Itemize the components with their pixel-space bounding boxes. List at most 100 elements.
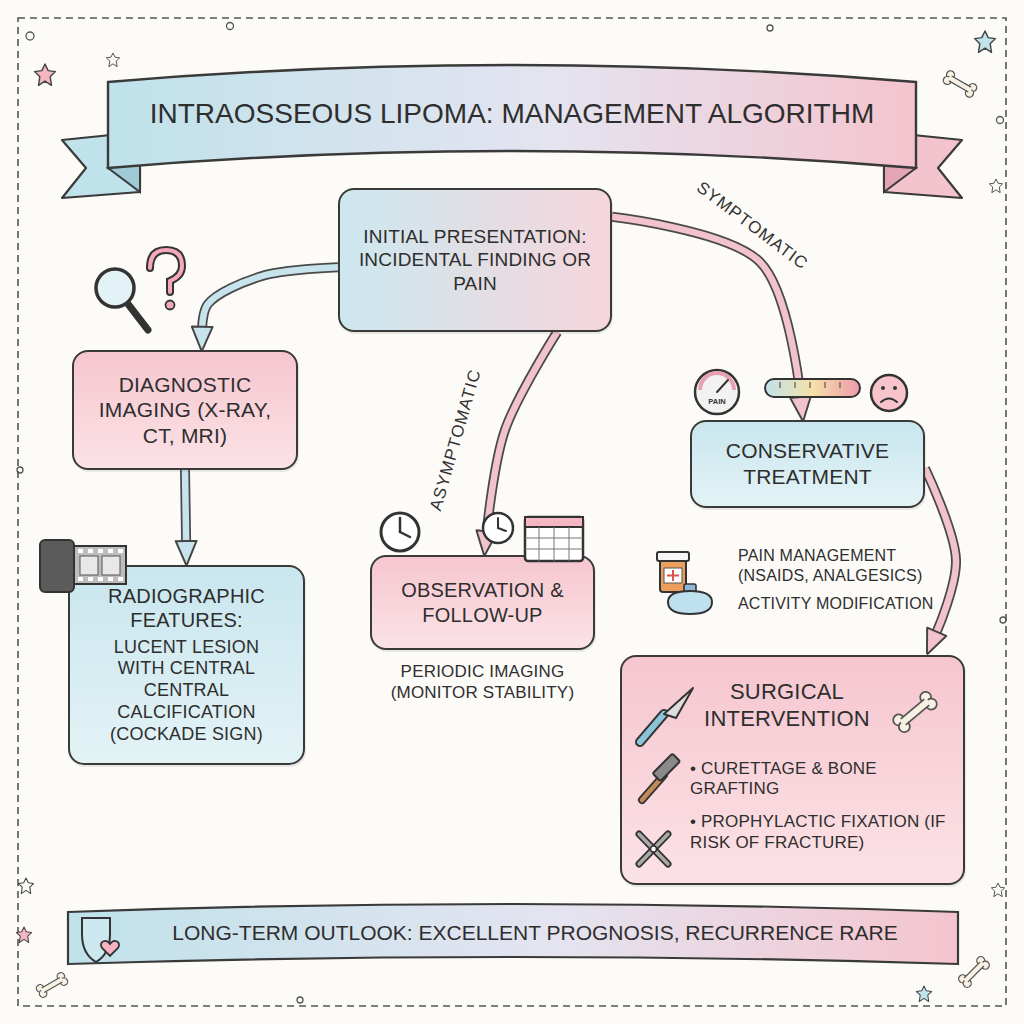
clock-icon <box>483 513 513 543</box>
sad-face-icon <box>893 386 897 390</box>
hammer-icon <box>642 775 664 800</box>
scalpel-icon <box>664 688 693 718</box>
box-text: • PROPHYLACTIC FIXATION (IF RISK OF FRAC… <box>690 812 952 853</box>
title-ribbon <box>62 132 140 198</box>
shield-heart-icon <box>82 918 110 962</box>
decor-dots <box>17 467 23 473</box>
pill-bottle-icon <box>667 575 679 577</box>
edge-label: SYMPTOMATIC <box>692 178 811 275</box>
calendar-icon <box>539 527 540 561</box>
hammer-icon <box>642 775 664 800</box>
calendar-icon <box>525 517 583 561</box>
decor-stars <box>16 927 31 943</box>
film-icon <box>108 549 113 553</box>
caption-text: LONG-TERM OUTLOOK: EXCELLENT PROGNOSIS, … <box>125 910 945 956</box>
sad-face-icon <box>881 399 897 403</box>
pill-bottle-icon <box>657 552 689 561</box>
pain-scale-icon <box>765 379 860 397</box>
clock-icon <box>381 513 513 551</box>
process-box: SURGICAL INTERVENTION• CURETTAGE & BONE … <box>620 655 965 885</box>
film-icon <box>74 546 126 584</box>
process-box: DIAGNOSTIC IMAGING (X-RAY, CT, MRI) <box>72 350 298 470</box>
box-heading: INITIAL PRESENTATION: INCIDENTAL FINDING… <box>350 225 600 295</box>
start-box: INITIAL PRESENTATION: INCIDENTAL FINDING… <box>338 188 612 332</box>
question-icon <box>150 250 182 310</box>
pain-scale-icon <box>794 382 795 388</box>
box-heading: CONSERVATIVE TREATMENT <box>706 438 909 489</box>
decor-stars <box>106 53 119 67</box>
scalpel-icon <box>640 714 664 742</box>
film-icon <box>78 577 83 581</box>
sad-face-icon <box>881 386 885 390</box>
flow-arrow <box>202 267 338 327</box>
box-text: ACTIVITY MODIFICATION <box>738 594 958 614</box>
film-icon <box>78 549 123 581</box>
decor-stars <box>975 31 996 52</box>
pain-scale-icon <box>780 382 840 388</box>
ice-pack-icon <box>668 591 712 614</box>
flow-arrow <box>487 332 557 531</box>
hammer-icon <box>642 754 680 800</box>
film-icon <box>98 549 103 553</box>
box-heading: DIAGNOSTIC IMAGING (X-RAY, CT, MRI) <box>88 372 282 449</box>
pill-bottle-icon <box>664 568 682 583</box>
film-icon <box>88 549 93 553</box>
calendar-icon <box>525 549 583 550</box>
process-box: CONSERVATIVE TREATMENTPAIN MANAGEMENT (N… <box>690 420 925 508</box>
calendar-icon <box>525 517 583 527</box>
shield-heart-icon <box>101 941 119 956</box>
pill-bottle-icon <box>672 570 674 581</box>
fixation-tools-icon <box>639 834 668 864</box>
process-box: OBSERVATION & FOLLOW-UPPERIODIC IMAGING … <box>370 555 595 650</box>
clock-icon <box>381 513 419 551</box>
calendar-icon <box>525 517 583 561</box>
arrow-body <box>202 267 338 327</box>
decor-stars <box>991 883 1004 897</box>
box-heading: RADIOGRAPHIC FEATURES: <box>90 584 283 633</box>
decor-dots <box>227 23 234 30</box>
question-icon <box>166 301 175 310</box>
decor-dots <box>26 32 34 40</box>
pain-gauge-icon <box>717 380 728 392</box>
arrow-outline <box>487 332 557 531</box>
caption-ribbon <box>68 904 958 964</box>
decor-dots <box>1000 617 1006 623</box>
bone-icon <box>891 690 939 735</box>
hammer-icon <box>653 754 681 782</box>
fixation-tools-icon <box>639 834 668 864</box>
magnifier-icon <box>96 269 134 307</box>
film-icon <box>40 540 74 592</box>
decor-bones <box>942 69 978 98</box>
clock-icon <box>399 518 402 532</box>
clock-icon <box>498 528 506 531</box>
decor-bones <box>957 955 991 989</box>
film-icon <box>108 577 113 581</box>
decor-stars <box>989 179 1002 193</box>
magnifier-icon <box>96 269 148 330</box>
sad-face-icon <box>871 375 907 411</box>
box-text: • CURETTAGE & BONE GRAFTING <box>690 759 952 800</box>
pill-bottle-icon <box>657 552 689 592</box>
bone-icon <box>891 690 939 735</box>
decor-stars <box>916 986 931 1002</box>
sad-face-icon <box>871 375 907 411</box>
calendar-icon <box>554 527 555 561</box>
pain-scale-icon <box>809 382 810 388</box>
box-text: LUCENT LESION WITH CENTRAL CENTRAL CALCI… <box>90 637 283 747</box>
decor-stars <box>18 878 33 894</box>
title-ribbon <box>884 132 962 198</box>
dashed-frame <box>18 18 1006 1006</box>
arrow-body <box>487 332 557 531</box>
film-icon <box>80 556 98 575</box>
title-ribbon <box>62 65 962 198</box>
title-text: INTRAOSSEOUS LIPOMA: MANAGEMENT ALGORITH… <box>112 88 912 140</box>
title-ribbon <box>884 160 916 192</box>
magnifier-icon <box>128 304 148 330</box>
arrow-body <box>185 470 186 541</box>
decor-bones <box>35 69 991 998</box>
film-icon <box>40 540 126 592</box>
film-icon <box>88 577 93 581</box>
title-ribbon <box>108 65 916 168</box>
pain-scale-icon <box>824 382 825 388</box>
